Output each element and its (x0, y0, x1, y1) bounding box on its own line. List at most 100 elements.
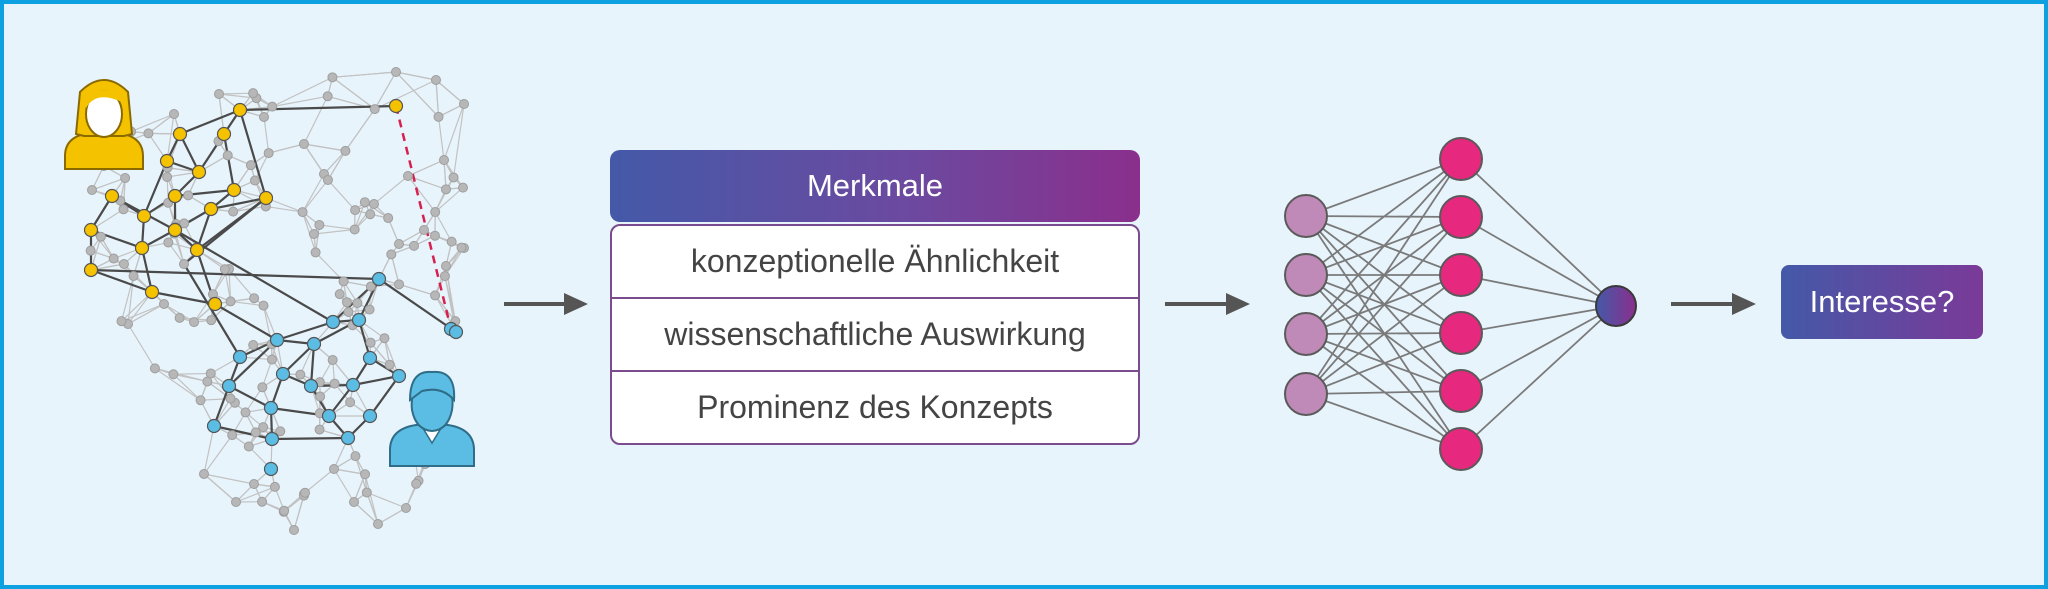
network-node-gray (341, 297, 352, 308)
network-node-gray (118, 204, 129, 215)
network-node-gray (228, 206, 239, 217)
network-edge (239, 104, 397, 112)
network-edge (222, 133, 236, 191)
network-node-blue (221, 378, 237, 394)
neural-connection (1305, 393, 1462, 450)
network-edge (148, 113, 175, 134)
network-edge (121, 303, 165, 322)
network-edge (435, 79, 440, 117)
network-edge (271, 76, 333, 108)
network-node-yellow (167, 188, 183, 204)
network-node-gray (95, 231, 106, 242)
network-edge (90, 268, 153, 294)
network-edge (151, 290, 216, 306)
network-node-gray (441, 184, 452, 195)
network-node-gray (383, 213, 394, 224)
neural-connection (1460, 305, 1617, 334)
network-edge (230, 300, 264, 307)
network-edge (434, 265, 447, 296)
neural-connection (1305, 158, 1462, 335)
network-edge (395, 71, 439, 118)
network-node-blue (232, 349, 248, 365)
hidden-neuron (1439, 427, 1483, 471)
network-edge (90, 268, 380, 281)
network-edge (166, 113, 175, 162)
network-node-gray (295, 369, 306, 380)
network-edge (437, 116, 445, 161)
network-edge (315, 252, 345, 282)
network-node-gray (314, 424, 325, 435)
arrow-right-icon (1165, 293, 1250, 315)
network-node-yellow (134, 240, 150, 256)
network-node-gray (350, 205, 361, 216)
diagram-canvas (64, 67, 1756, 535)
network-edge (271, 436, 349, 441)
network-node-blue (275, 366, 291, 382)
input-neuron (1284, 194, 1328, 238)
network-node-gray (338, 276, 349, 287)
network-edge (304, 468, 335, 494)
network-node-yellow (136, 208, 152, 224)
network-node-blue (362, 350, 378, 366)
network-node-gray (87, 185, 97, 195)
network-node-gray (149, 363, 160, 374)
neural-connection (1460, 158, 1617, 307)
network-node-gray (257, 382, 268, 393)
network-node-gray (439, 155, 449, 165)
network-node-gray (352, 298, 363, 309)
network-node-yellow (226, 182, 242, 198)
network-node-gray (205, 368, 216, 379)
network-edge (210, 196, 267, 211)
network-edge (374, 79, 437, 110)
network-node-yellow (83, 222, 99, 238)
feature-item: konzeptionelle Ähnlichkeit (690, 243, 1060, 279)
network-edge (212, 385, 231, 427)
network-node-gray (365, 281, 376, 292)
network-node-gray (245, 160, 256, 171)
network-node-blue (325, 314, 341, 330)
network-edge (370, 342, 400, 377)
network-edge (127, 323, 156, 369)
network-node-gray (214, 89, 224, 99)
network-edge (303, 96, 329, 145)
network-edge (127, 303, 165, 325)
network-node-gray (258, 422, 269, 433)
network-node-gray (327, 72, 338, 83)
network-edge (434, 295, 456, 322)
neural-connection (1305, 332, 1462, 395)
network-edge (302, 173, 325, 213)
network-node-gray (433, 111, 444, 122)
network-node-gray (289, 525, 299, 535)
network-node-gray (369, 104, 380, 115)
network-edge (276, 320, 334, 342)
input-neuron (1284, 372, 1328, 416)
network-node-gray (456, 242, 467, 253)
network-node-gray (189, 317, 200, 328)
network-edge (434, 211, 453, 242)
network-node-gray (206, 315, 217, 326)
network-node-yellow (159, 153, 175, 169)
network-node-gray (179, 218, 190, 229)
network-edge (398, 283, 436, 296)
network-node-gray (222, 150, 233, 161)
features-panel: Merkmale konzeptionelle Ähnlichkeit wiss… (610, 150, 1140, 445)
network-edge (353, 501, 379, 525)
network-edge (303, 143, 346, 152)
network-edge (130, 113, 175, 133)
input-neuron (1284, 253, 1328, 297)
network-edge (214, 303, 278, 341)
network-edge (332, 71, 397, 78)
network-node-gray (349, 224, 360, 235)
network-node-gray (360, 469, 371, 480)
network-edge (407, 175, 436, 213)
network-node-blue (264, 431, 280, 447)
output-neuron (1595, 285, 1637, 327)
network-node-gray (195, 395, 206, 406)
network-edge (154, 367, 208, 383)
network-node-gray (448, 172, 459, 183)
network-node-gray (309, 229, 319, 239)
neural-connection (1305, 274, 1462, 395)
network-node-gray (365, 337, 376, 348)
network-node-gray (169, 109, 179, 119)
